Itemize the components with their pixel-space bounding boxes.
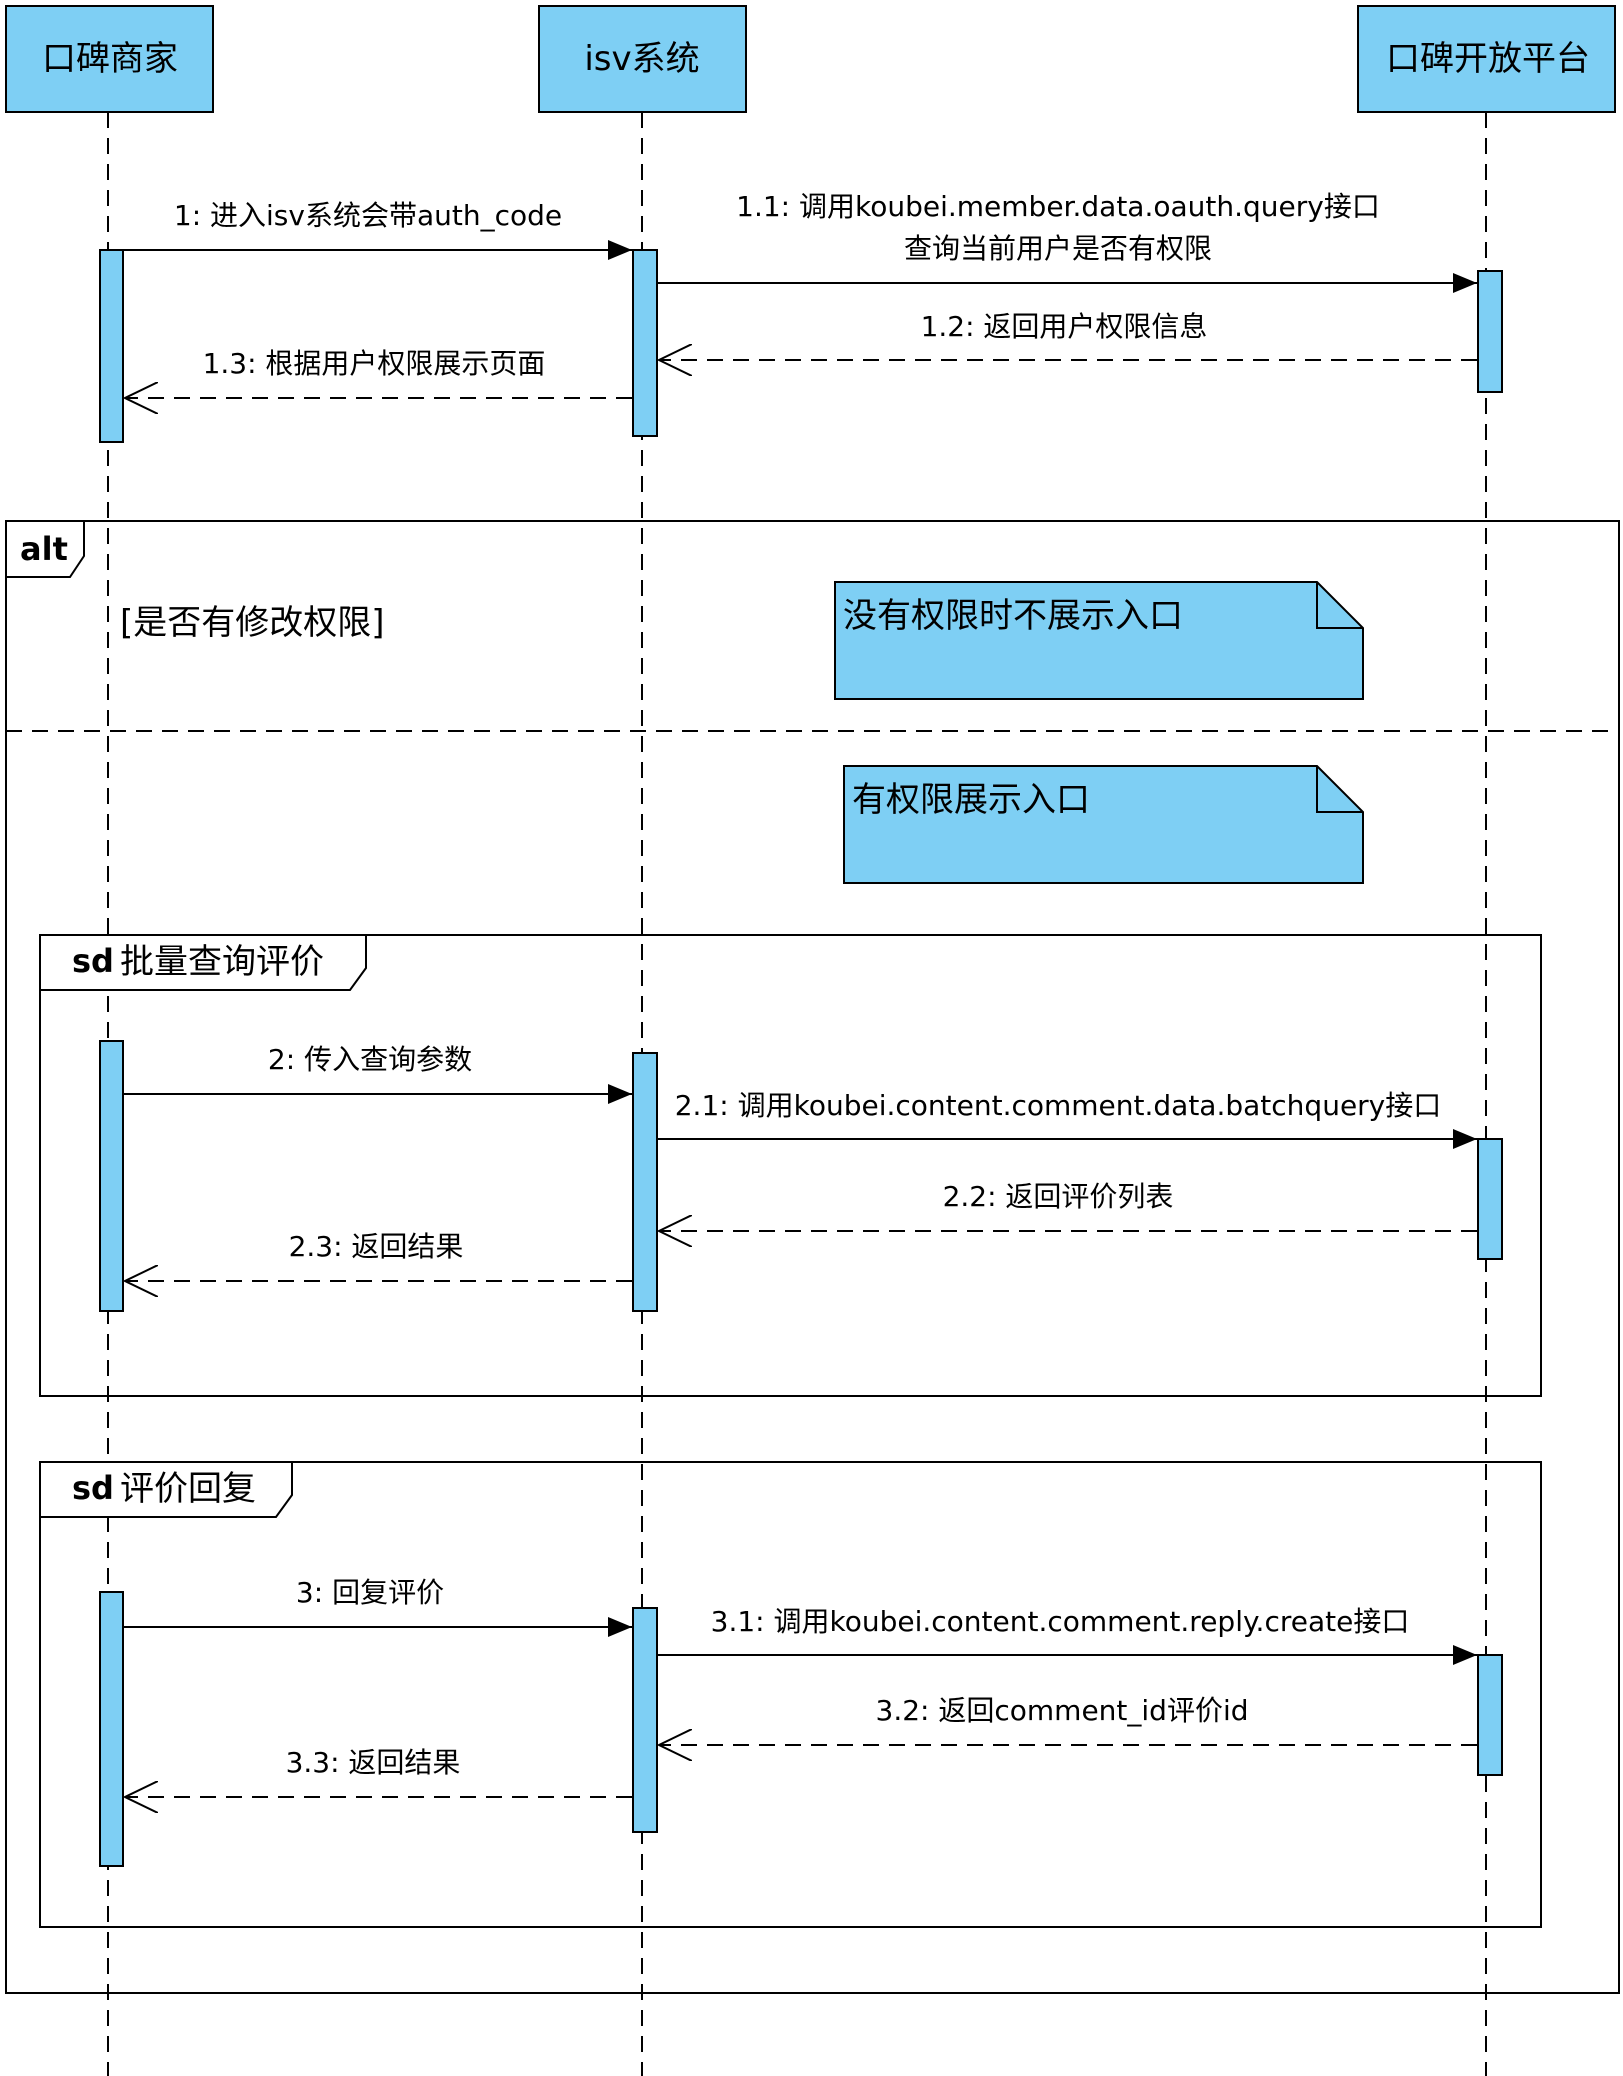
activation-platform-1 (1477, 270, 1503, 393)
message-m1_1-label-line1: 1.1: 调用koubei.member.data.oauth.query接口 (736, 190, 1380, 223)
activation-merchant-2 (99, 1040, 124, 1312)
message-m1_1-label-line2: 查询当前用户是否有权限 (904, 232, 1212, 265)
message-m3_3-label: 3.3: 返回结果 (286, 1746, 461, 1779)
message-m2_3-label: 2.3: 返回结果 (289, 1230, 464, 1263)
sd-frame-reply: sd 评价回复 (39, 1461, 1542, 1928)
message-m2-label: 2: 传入查询参数 (268, 1043, 472, 1076)
alt-keyword: alt (20, 530, 68, 568)
participant-isv: isv系统 (538, 5, 747, 113)
activation-isv-2 (632, 1052, 658, 1312)
message-m2_2-label: 2.2: 返回评价列表 (943, 1180, 1174, 1213)
note-no-permission: 没有权限时不展示入口 (834, 581, 1364, 700)
note-has-permission-text: 有权限展示入口 (852, 780, 1090, 820)
activation-platform-2 (1477, 1138, 1503, 1260)
sd-frame-reply-keyword: sd (72, 1469, 114, 1507)
message-m3_1-label: 3.1: 调用koubei.content.comment.reply.crea… (711, 1605, 1410, 1638)
sd-frame-reply-border (39, 1461, 1542, 1928)
participant-merchant: 口碑商家 (5, 5, 214, 113)
message-m1_3-label: 1.3: 根据用户权限展示页面 (203, 347, 546, 380)
alt-fragment-border (5, 520, 1620, 1994)
activation-merchant-1 (99, 249, 124, 443)
message-m1_2-label: 1.2: 返回用户权限信息 (921, 310, 1208, 343)
alt-guard: [是否有修改权限] (120, 603, 385, 643)
message-m2_1-label: 2.1: 调用koubei.content.comment.data.batch… (675, 1089, 1442, 1122)
sd-frame-batch-query-tab (39, 934, 367, 991)
activation-isv-3 (632, 1607, 658, 1833)
sd-frame-batch-query: sd 批量查询评价 (39, 934, 1542, 1397)
activation-isv-1 (632, 249, 658, 437)
sd-frame-batch-query-title: 批量查询评价 (120, 942, 324, 982)
alt-fragment: alt [是否有修改权限] (5, 520, 1620, 1994)
sd-frame-batch-query-keyword: sd (72, 942, 114, 980)
participant-merchant-label: 口碑商家 (42, 39, 178, 79)
sd-frame-reply-title: 评价回复 (120, 1469, 256, 1509)
messages (124, 240, 1477, 1797)
alt-fragment-tab (5, 520, 85, 578)
note-no-permission-text: 没有权限时不展示入口 (843, 596, 1183, 636)
participant-platform: 口碑开放平台 (1357, 5, 1616, 113)
activation-merchant-3 (99, 1591, 124, 1867)
sd-frame-reply-tab (39, 1461, 293, 1518)
message-m1-label: 1: 进入isv系统会带auth_code (174, 199, 562, 232)
message-labels: 1: 进入isv系统会带auth_code 1.1: 调用koubei.memb… (174, 190, 1441, 1779)
message-m3-label: 3: 回复评价 (296, 1576, 444, 1609)
activations (99, 249, 1503, 1867)
message-m3_2-label: 3.2: 返回comment_id评价id (876, 1694, 1249, 1727)
sd-frame-batch-query-border (39, 934, 1542, 1397)
activation-platform-3 (1477, 1654, 1503, 1776)
note-has-permission: 有权限展示入口 (843, 765, 1364, 884)
participant-platform-label: 口碑开放平台 (1386, 39, 1590, 79)
participant-isv-label: isv系统 (584, 39, 699, 79)
